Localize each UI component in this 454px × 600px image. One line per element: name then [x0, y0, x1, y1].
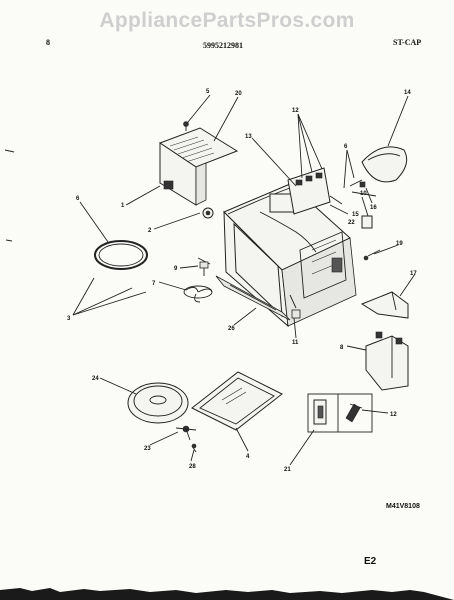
scan-edge	[0, 588, 454, 600]
callout-label: 6	[344, 144, 348, 150]
part-motor-clip	[197, 257, 211, 276]
callout-label: 14	[404, 90, 411, 96]
part-tray	[191, 371, 283, 431]
part-glass-tray	[127, 382, 189, 424]
callout-label: 22	[348, 220, 355, 226]
part-stirrer-fan	[183, 285, 213, 303]
part-kit-box	[307, 393, 373, 433]
part-knob	[202, 207, 214, 219]
callout-label: 4	[246, 454, 250, 460]
diagram-code: M41V8108	[386, 503, 420, 510]
callout-label: 2	[148, 228, 152, 234]
model-ref: ST-CAP	[393, 38, 422, 47]
part-connector	[349, 179, 377, 197]
callout-label: 20	[235, 91, 242, 97]
leader-lines	[72, 94, 416, 466]
callout-labels: 5 20 12 14 13 6 1 15 16 10 2 22 19 6 9 7…	[67, 89, 417, 473]
callout-label: 15	[352, 212, 359, 218]
callout-label: 16	[370, 205, 377, 211]
page-code: E2	[364, 556, 377, 567]
part-air-duct	[360, 291, 409, 319]
part-cavity-frame	[223, 183, 357, 328]
part-fuse	[361, 215, 373, 229]
part-latch	[363, 249, 381, 261]
scan-mark	[4, 149, 15, 153]
callout-label: 28	[189, 464, 196, 470]
page-mark: 8	[46, 38, 50, 47]
callout-label: 23	[144, 446, 151, 452]
callout-label: 13	[245, 134, 252, 140]
part-coupler	[191, 443, 197, 453]
callout-label: 7	[152, 281, 156, 287]
callout-label: 21	[284, 467, 291, 473]
part-screw	[183, 121, 189, 131]
callout-label: 10	[360, 191, 367, 197]
callout-label: 9	[174, 266, 178, 272]
callout-label: 5	[206, 89, 210, 95]
part-base-plate	[215, 275, 291, 321]
scan-mark	[5, 239, 13, 242]
callout-label: 12	[390, 412, 397, 418]
callout-label: 11	[292, 340, 299, 346]
part-shield	[365, 331, 409, 391]
part-roller-ring	[94, 240, 148, 270]
publication-number: 5995212981	[203, 41, 243, 50]
callout-label: 1	[121, 203, 125, 209]
callout-label: 12	[292, 108, 299, 114]
part-light-cover	[361, 146, 408, 183]
callout-label: 8	[340, 345, 344, 351]
callout-label: 6	[76, 196, 80, 202]
part-roller-support	[175, 425, 197, 441]
part-cover-panel	[158, 127, 239, 206]
callout-label: 17	[410, 271, 417, 277]
callout-label: 19	[396, 241, 403, 247]
callout-label: 24	[92, 376, 99, 382]
callout-label: 26	[228, 326, 235, 332]
watermark: AppliancePartsPros.com	[99, 9, 355, 32]
callout-label: 3	[67, 316, 71, 322]
